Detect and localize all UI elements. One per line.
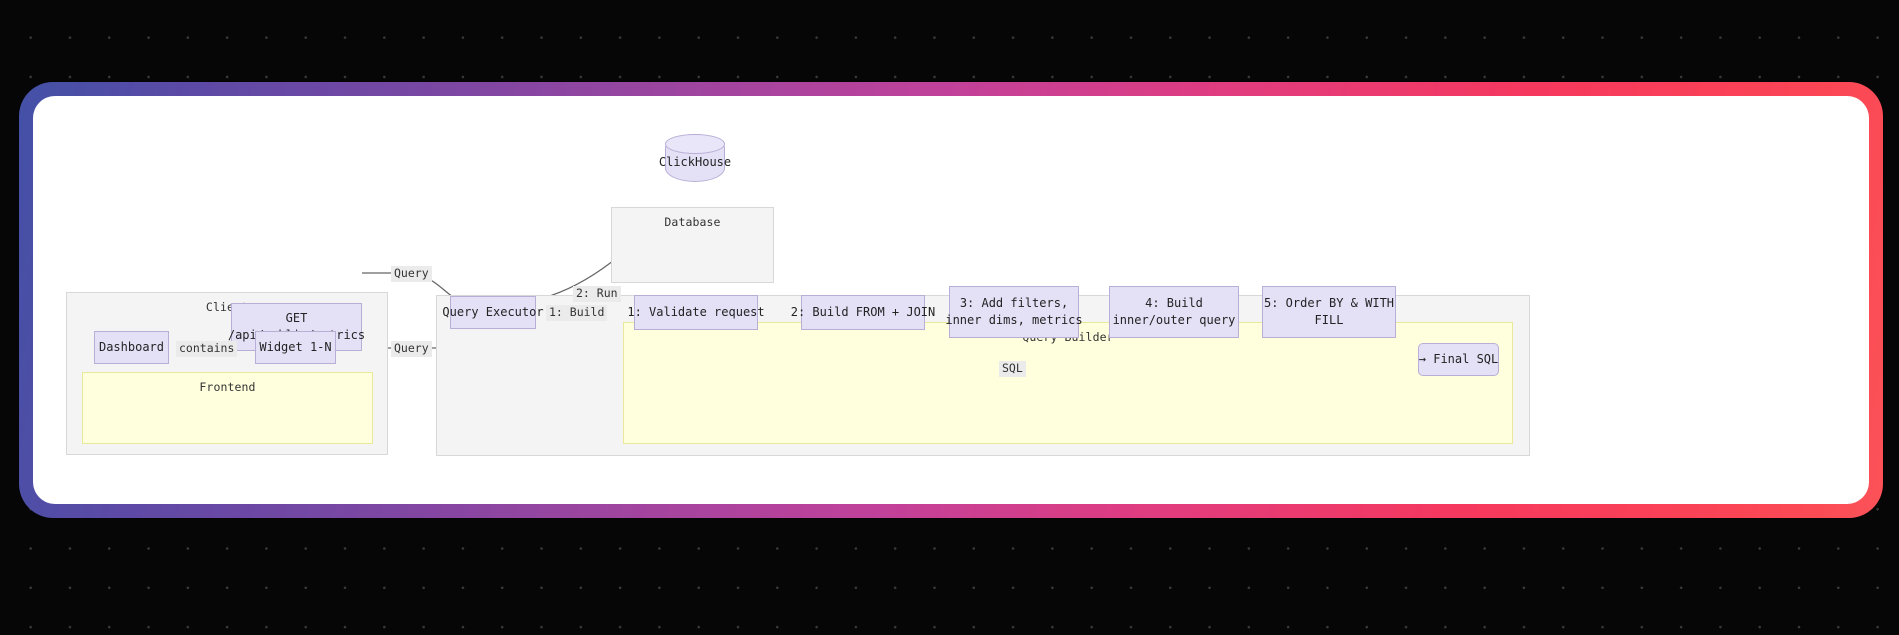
node-api-line1: GET xyxy=(285,310,308,325)
node-widget-label: Widget 1-N xyxy=(259,339,332,354)
subgraph-frontend: Frontend xyxy=(82,372,373,444)
node-step-3-add-filters[interactable]: 3: Add filters, inner dims, metrics xyxy=(945,286,1083,338)
node-query-executor-label: Query Executor xyxy=(442,304,544,319)
subgraph-database-title: Database xyxy=(664,215,721,229)
node-final-sql[interactable]: → Final SQL xyxy=(1418,343,1499,376)
cylinder-top-ellipse xyxy=(665,134,725,154)
node-step-2-label: 2: Build FROM + JOIN xyxy=(790,304,936,319)
node-clickhouse[interactable]: ClickHouse xyxy=(659,134,731,182)
node-final-sql-label: → Final SQL xyxy=(1418,351,1499,366)
node-step-5-order-by-with-fill[interactable]: 5: Order BY & WITH FILL xyxy=(1262,286,1396,338)
edge-label-build: 1: Build xyxy=(546,305,608,321)
node-step-4-line2: inner/outer query xyxy=(1112,313,1236,327)
diagram-canvas: Client Frontend Database Backend Query B… xyxy=(33,96,1869,504)
node-step-5-line1: 5: Order BY & WITH xyxy=(1263,295,1395,310)
node-query-executor[interactable]: Query Executor xyxy=(442,296,544,329)
node-dashboard[interactable]: Dashboard xyxy=(94,331,169,364)
edge-label-contains: contains xyxy=(176,341,238,357)
node-step-1-validate-request[interactable]: 1: Validate request xyxy=(627,295,765,330)
node-step-1-label: 1: Validate request xyxy=(627,304,765,319)
node-step-4-build-inner-outer-query[interactable]: 4: Build inner/outer query xyxy=(1109,286,1239,338)
edge-label-run: 2: Run xyxy=(573,286,621,302)
edge-label-query-bottom: Query xyxy=(391,341,432,357)
diagram-card: Client Frontend Database Backend Query B… xyxy=(33,96,1869,504)
node-step-5-line2: FILL xyxy=(1314,313,1344,327)
node-widget[interactable]: Widget 1-N xyxy=(255,331,336,364)
node-step-4-line1: 4: Build xyxy=(1145,295,1203,310)
edge-label-query-top: Query xyxy=(391,266,432,282)
node-dashboard-label: Dashboard xyxy=(98,339,165,354)
gradient-frame: Client Frontend Database Backend Query B… xyxy=(19,82,1883,518)
subgraph-frontend-title: Frontend xyxy=(199,380,256,394)
node-clickhouse-label: ClickHouse xyxy=(658,155,732,169)
node-step-3-line2: inner dims, metrics xyxy=(945,313,1083,327)
node-step-3-line1: 3: Add filters, xyxy=(959,295,1069,310)
subgraph-database: Database xyxy=(611,207,774,283)
subgraph-query-builder: Query Builder xyxy=(623,322,1513,444)
edge-label-sql: SQL xyxy=(999,361,1026,377)
node-step-2-build-from-join[interactable]: 2: Build FROM + JOIN xyxy=(791,295,935,330)
